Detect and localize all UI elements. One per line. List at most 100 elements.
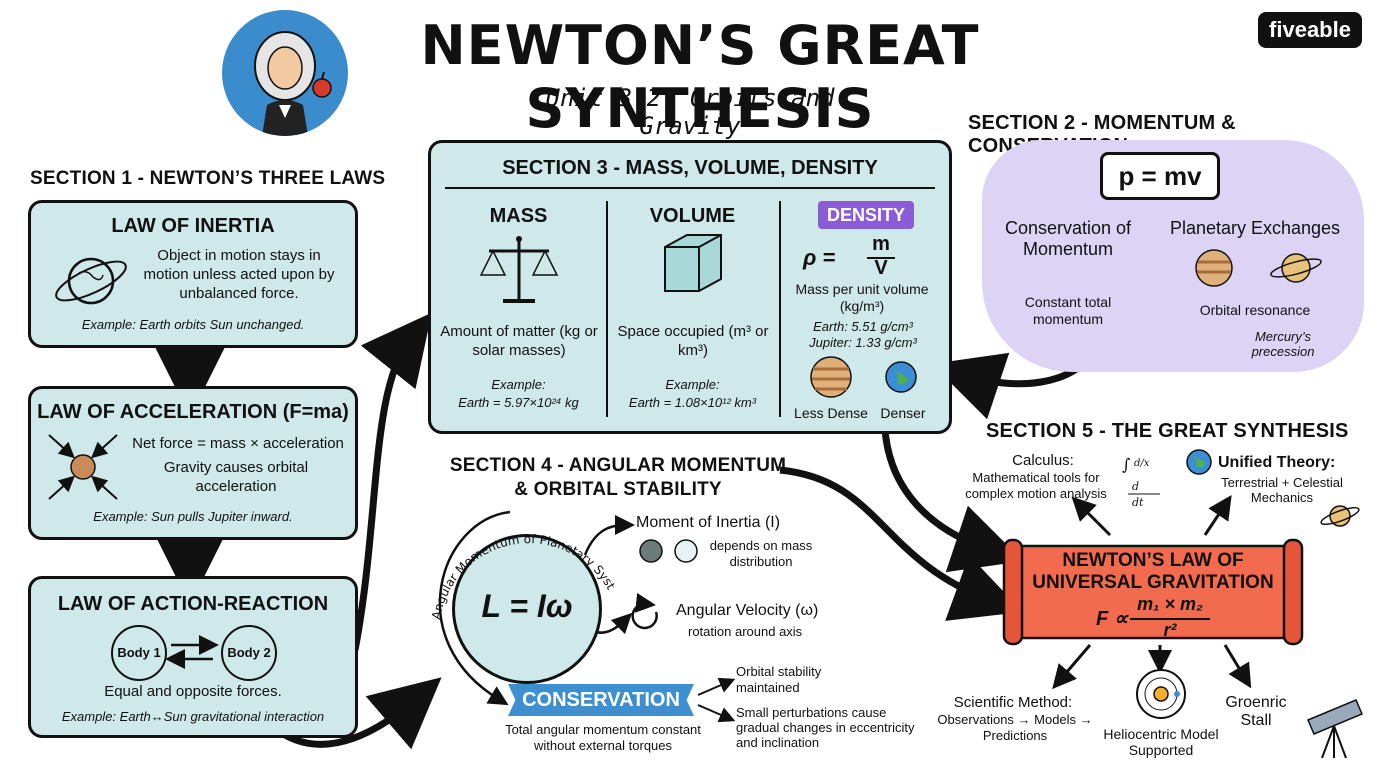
volume-text: Space occupied (m³ or km³)	[617, 323, 769, 359]
page-subtitle: Unit 3.2: Orbits and Gravity	[545, 84, 835, 140]
arrow-sec1-to-sec3	[351, 312, 432, 651]
section4-heading-line1: SECTION 4 - ANGULAR MOMENTUM	[449, 455, 787, 476]
denser-label: Denser	[880, 405, 926, 421]
groenric-stall-text: Groenric Stall	[1225, 694, 1287, 729]
arrow-conservation-to-stability	[697, 677, 736, 696]
arrow-scroll-to-method	[1052, 644, 1092, 690]
moment-of-inertia-title: Moment of Inertia (I)	[636, 514, 781, 531]
law2-example: Example: Sun pulls Jupiter inward.	[93, 509, 293, 524]
universal-gravitation-scroll: NEWTON’S LAW OF UNIVERSAL GRAVITATION F …	[1002, 538, 1304, 646]
density-formula-den: V	[874, 257, 888, 279]
arrow-sec3-to-scroll	[881, 429, 1024, 573]
moment-of-inertia-text: depends on mass distribution	[709, 538, 813, 569]
body2-circle: Body 2	[221, 625, 277, 681]
law1-title: LAW OF INERTIA	[111, 215, 275, 237]
page-title: NEWTON’S GREAT SYNTHESIS	[420, 14, 980, 140]
arrow-scroll-to-groenric	[1223, 644, 1252, 689]
mass-title: MASS	[489, 205, 548, 227]
volume-title: VOLUME	[649, 205, 736, 227]
calculus-title: Calculus:	[1012, 452, 1074, 469]
law2-text2: Gravity causes orbital acceleration	[163, 459, 309, 495]
volume-example-label: Example:	[665, 377, 720, 392]
column-divider-2	[779, 201, 781, 417]
newton-portrait-icon	[254, 31, 332, 136]
section4-heading: SECTION 4 - ANGULAR MOMENTUM & ORBITAL S…	[448, 454, 788, 502]
law-of-inertia-card: LAW OF INERTIA Object in motion stays in…	[28, 200, 358, 348]
unified-theory-text: Terrestrial + Celestial Mechanics	[1221, 475, 1343, 505]
scientific-method-title: Scientific Method:	[953, 694, 1073, 711]
orbital-resonance: Orbital resonance	[1199, 302, 1311, 318]
column-divider-1	[606, 201, 608, 417]
orbit-earth-icon	[55, 257, 127, 305]
density-formula-lhs: ρ =	[803, 245, 836, 270]
angular-velocity-title: Angular Velocity (ω)	[676, 602, 819, 619]
arrow-outer-loop	[438, 510, 511, 706]
svg-text:d: d	[1132, 480, 1139, 493]
arrow-scroll-to-unified	[1203, 495, 1232, 536]
angular-momentum-formula: L = Iω	[481, 588, 573, 624]
section3-divider	[445, 187, 935, 189]
mass-example: Earth = 5.97×10²⁴ kg	[458, 395, 579, 410]
arrow-sec4-to-scroll	[779, 466, 1023, 621]
section3-card: SECTION 3 - MASS, VOLUME, DENSITY MASS A…	[428, 140, 952, 434]
section3-heading: SECTION 3 - MASS, VOLUME, DENSITY	[502, 157, 878, 179]
angular-velocity-text: rotation around axis	[688, 624, 803, 639]
less-dense-label: Less Dense	[794, 405, 868, 421]
conservation-banner: CONSERVATION	[508, 684, 694, 716]
cube-icon	[664, 234, 722, 292]
density-earth: Earth: 5.51 g/cm³	[813, 319, 913, 334]
fiveable-logo[interactable]: fiveable	[1258, 12, 1362, 48]
law3-example: Example: Earth↔Sun gravitational interac…	[61, 709, 325, 724]
svg-text:∫: ∫	[1122, 455, 1130, 474]
arrow-sec1-to-sec4	[283, 677, 442, 750]
density-formula-num: m	[872, 233, 890, 255]
law-of-action-reaction-card: LAW OF ACTION-REACTION Body 1 Body 2 Equ…	[28, 576, 358, 738]
law2-text1: Net force = mass × acceleration	[132, 435, 344, 452]
mass-text: Amount of matter (kg or solar masses)	[440, 323, 598, 359]
unified-theory-title: Unified Theory:	[1218, 454, 1336, 471]
scroll-shape	[1002, 538, 1304, 646]
heliocentric-text: Heliocentric Model Supported	[1103, 726, 1219, 759]
density-planets-icon	[810, 356, 917, 398]
constant-total-momentum: Constant total momentum	[1024, 294, 1112, 327]
section5-heading: SECTION 5 - THE GREAT SYNTHESIS	[986, 420, 1349, 442]
law-of-acceleration-card: LAW OF ACCELERATION (F=ma) Net force = m…	[28, 386, 358, 540]
scroll-title: NEWTON’S LAW OF UNIVERSAL GRAVITATION	[1032, 550, 1274, 593]
newton-portrait	[222, 10, 348, 136]
law1-text: Object in motion stays in motion unless …	[143, 247, 335, 302]
section1-heading: SECTION 1 - NEWTON’S THREE LAWS	[30, 168, 386, 189]
calculus-text: Mathematical tools for complex motion an…	[965, 470, 1107, 501]
perturbations-text: Small perturbations cause gradual change…	[736, 705, 915, 750]
arrow-L-to-inertia	[583, 515, 635, 556]
law3-title: LAW OF ACTION-REACTION	[57, 593, 329, 615]
balance-scale-icon	[479, 236, 559, 303]
scroll-formula-bar	[1130, 618, 1210, 620]
mercury-precession: Mercury’s precession	[1251, 329, 1315, 359]
density-formula: ρ = m V	[803, 233, 933, 281]
angular-momentum-circle	[452, 534, 602, 684]
arrow-conservation-to-perturb	[697, 704, 736, 723]
svg-text:d/x: d/x	[1134, 458, 1150, 469]
action-reaction-arrows-icon	[165, 635, 219, 669]
scientific-method-text: Observations → Models → Predictions	[937, 712, 1093, 743]
density-jupiter: Jupiter: 1.33 g/cm³	[809, 335, 917, 350]
planetary-exchanges: Planetary Exchanges	[1169, 218, 1341, 238]
section4-heading-line2: & ORBITAL STABILITY	[514, 478, 722, 500]
law3-text: Equal and opposite forces.	[104, 683, 282, 700]
law2-title: LAW OF ACCELERATION (F=ma)	[37, 401, 349, 423]
orbital-stability-text: Orbital stability maintained	[736, 664, 822, 695]
scroll-formula-lhs: F ∝	[1096, 608, 1129, 630]
body1-circle: Body 1	[111, 625, 167, 681]
scroll-formula-den: r²	[1163, 620, 1177, 640]
density-badge: DENSITY	[818, 201, 914, 229]
law1-example: Example: Earth orbits Sun unchanged.	[81, 317, 305, 332]
